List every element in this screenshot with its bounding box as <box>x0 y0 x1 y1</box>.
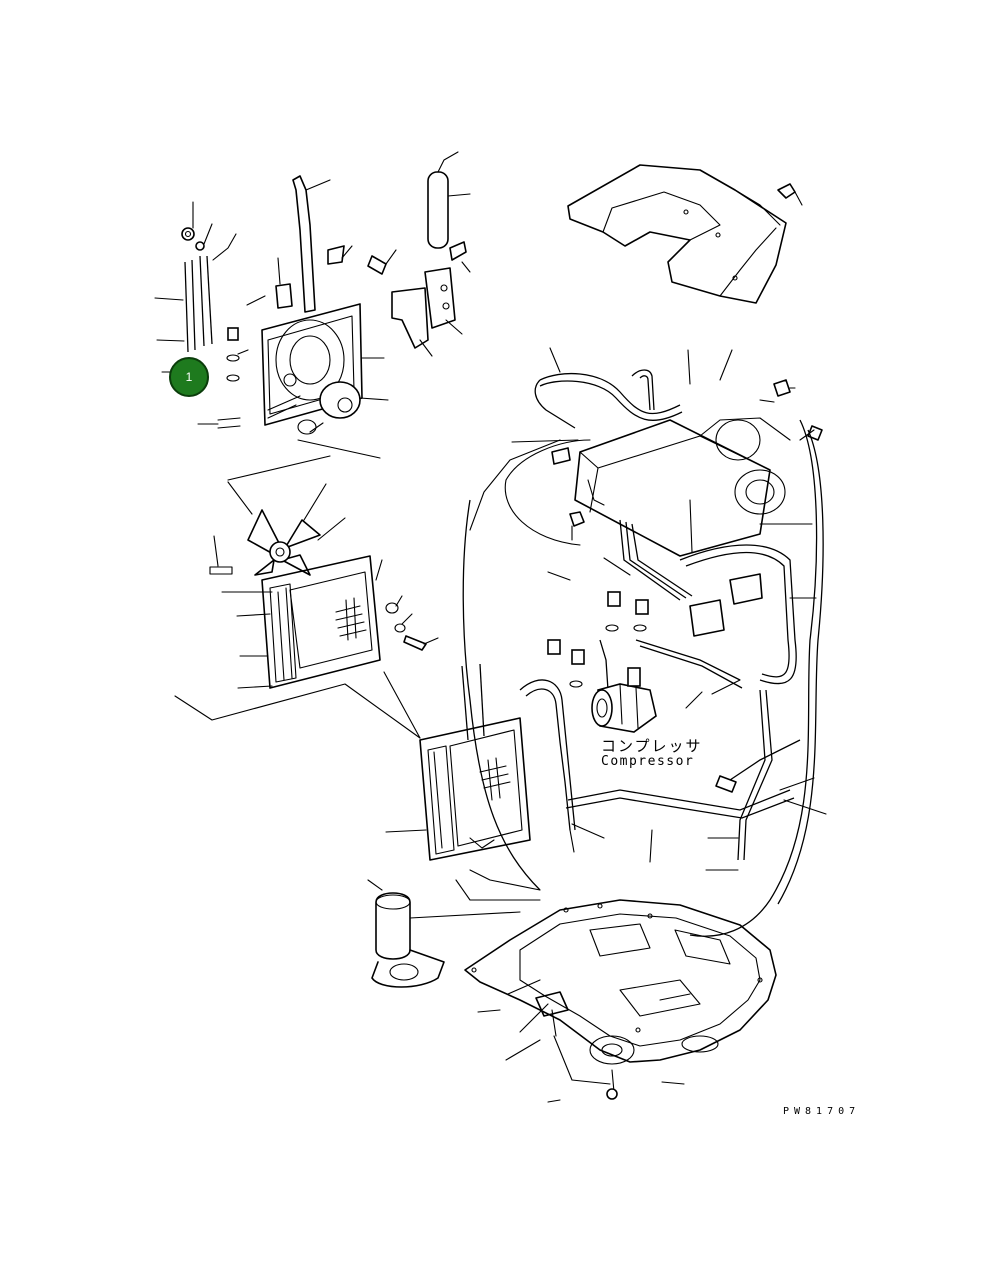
leader-lines-mid-left <box>174 481 439 739</box>
condenser-lower <box>385 663 531 861</box>
condenser-core <box>209 509 427 689</box>
compressor <box>591 667 657 733</box>
callout-marker-1[interactable]: 1 <box>169 357 209 397</box>
condenser-fan-assembly <box>181 151 471 481</box>
cab-cover <box>567 164 803 304</box>
leader-lines-right <box>511 347 827 871</box>
floor-plate <box>367 879 777 1100</box>
drawing-number: PW81707 <box>783 1106 861 1117</box>
fittings <box>547 379 823 793</box>
leader-lines-upper-left <box>154 201 471 433</box>
ac-unit <box>469 417 791 557</box>
compressor-label-en: Compressor <box>601 754 695 769</box>
compressor-label-jp: コンプレッサ <box>601 737 703 755</box>
refrigerant-hoses <box>462 369 824 937</box>
callout-number: 1 <box>185 370 193 384</box>
leader-lines-bottom <box>455 869 685 1103</box>
